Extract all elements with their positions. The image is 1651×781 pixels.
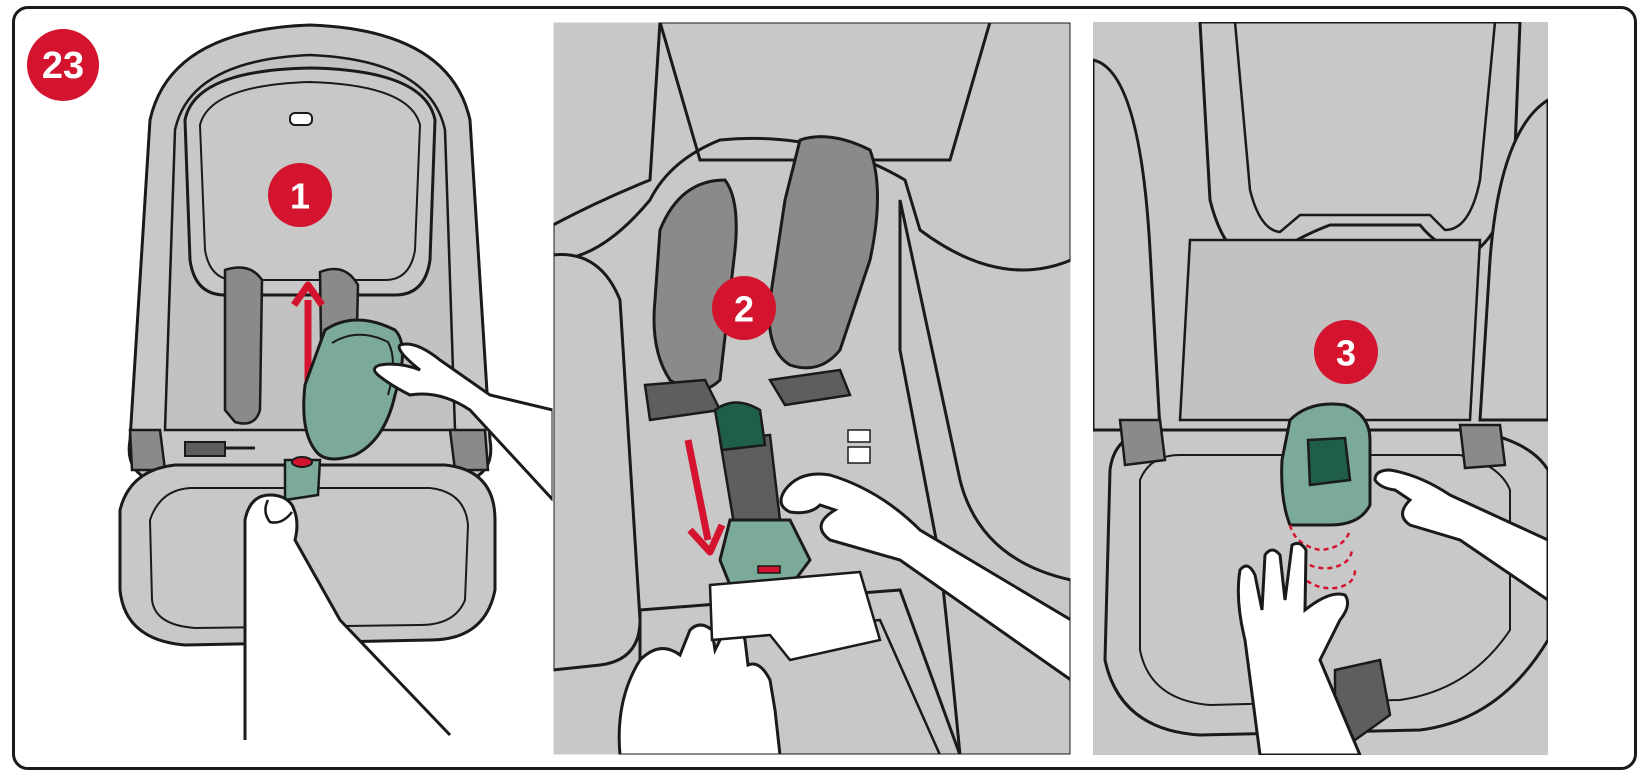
seat-base (118, 463, 497, 647)
step-number-label: 23 (42, 45, 84, 87)
hand-right (1373, 468, 1548, 602)
panel-1-badge: 1 (268, 163, 332, 227)
buckle-tongue (283, 456, 322, 502)
shoulder-pad-right (767, 135, 879, 370)
buckle-tongue (718, 518, 812, 587)
panel-2-badge: 2 (712, 276, 776, 340)
panel-3 (1093, 22, 1548, 755)
panel-2-label: 2 (734, 289, 754, 330)
buckle-pad (302, 318, 404, 461)
buckle-tongue (1306, 436, 1352, 487)
hand-right (779, 472, 1071, 682)
hand-lower (1236, 541, 1362, 755)
brand-logo (289, 112, 313, 126)
arrow-down-icon (684, 439, 726, 556)
panel-2 (552, 21, 1072, 756)
panel-1-label: 1 (290, 176, 310, 217)
hand-right (373, 342, 555, 504)
shoulder-pad-left (223, 266, 264, 425)
buckle-pad (713, 401, 767, 452)
panel-3-badge: 3 (1314, 320, 1378, 384)
hand-lower (243, 493, 452, 740)
step-number-badge: 23 (27, 29, 99, 101)
panel-1 (118, 23, 555, 740)
panel-3-label: 3 (1336, 333, 1356, 374)
hand-lower (617, 623, 782, 755)
